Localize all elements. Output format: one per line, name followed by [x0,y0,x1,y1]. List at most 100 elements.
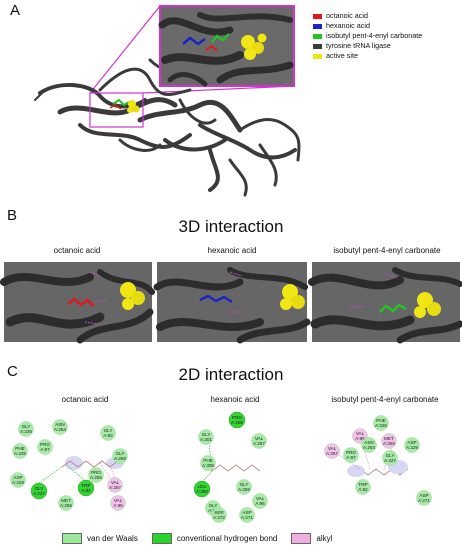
svg-text:PRO: PRO [346,450,356,455]
legend-item-active-site: active site [313,51,422,61]
section-title-2d: 2D interaction [178,365,284,384]
svg-text:A:271: A:271 [418,498,430,503]
svg-text:A:97: A:97 [346,455,356,460]
svg-text:TRP: TRP [81,483,90,488]
svg-text:GLY: GLY [209,503,218,508]
ligand-label-octanoic-3d: octanoic acid [53,246,101,255]
svg-text:A:255: A:255 [90,475,102,480]
svg-text:A:226: A:226 [20,429,32,434]
svg-text:SER: SER [214,510,224,515]
svg-text:A:259: A:259 [114,456,126,461]
svg-text:A:256: A:256 [383,441,395,446]
panel-letter-a: A [10,2,21,19]
svg-text:A:96: A:96 [113,503,123,508]
svg-text:A:225: A:225 [14,451,26,456]
legend-swatch-vdw [62,533,82,544]
protein-structure-image [34,5,301,197]
legend-swatch-alkyl [291,533,312,544]
svg-text:VAL: VAL [356,431,365,436]
svg-text:ASP: ASP [242,510,251,515]
svg-text:A:96: A:96 [355,436,365,441]
svg-text:PRO: PRO [91,470,101,475]
svg-text:A:254: A:254 [363,445,375,450]
svg-text:PHE: PHE [203,458,212,463]
legend-label-hbond: conventional hydrogen bond [176,534,278,543]
ligand-label-octanoic-2d: octanoic acid [61,395,109,404]
2d-interaction-diagrams: GLYA:226ASNA:254PROA:97PHEA:225GLYA:93GL… [10,411,432,523]
svg-text:A:258: A:258 [231,420,243,425]
svg-text:A:225: A:225 [375,423,387,428]
svg-text:MET: MET [61,498,71,503]
svg-text:A:82: A:82 [358,487,368,492]
legend-item-carbonate: isobutyl pent-4-enyl carbonate [313,31,422,41]
panel-letter-b: B [7,207,18,224]
ligand-label-carbonate-2d: isobutyl pent-4-enyl carbonate [331,395,439,404]
svg-text:ASP: ASP [419,493,428,498]
svg-text:GLY: GLY [386,453,395,458]
svg-text:A:257: A:257 [326,451,338,456]
legend-item-ligase: tyrosine tRNA ligase [313,41,422,51]
svg-text:GLY: GLY [104,428,113,433]
ligand-legend: octanoic acid hexanoic acid isobutyl pen… [313,11,422,61]
panel-letter-c: C [7,363,18,380]
svg-text:ASN: ASN [364,440,373,445]
svg-text:A:227: A:227 [33,491,45,496]
svg-text:GLY: GLY [202,432,211,437]
svg-text:GLY: GLY [22,424,31,429]
svg-text:LEU: LEU [198,484,207,489]
svg-text:ASP: ASP [407,440,416,445]
svg-text:A:227: A:227 [384,458,396,463]
svg-text:GLY: GLY [116,451,125,456]
svg-text:A:305: A:305 [202,463,214,468]
legend-item-octanoic: octanoic acid [313,11,422,21]
svg-text:A:272: A:272 [213,515,225,520]
svg-text:VAL: VAL [114,498,123,503]
section-title-3d: 3D interaction [178,217,284,236]
svg-text:A:97: A:97 [40,447,50,452]
svg-text:A:257: A:257 [253,441,265,446]
ligand-label-hexanoic-3d: hexanoic acid [207,246,257,255]
svg-text:ASP: ASP [13,475,22,480]
ligand-label-hexanoic-2d: hexanoic acid [210,395,260,404]
svg-text:VAL: VAL [328,446,337,451]
svg-text:VAL: VAL [255,436,264,441]
svg-text:A:82: A:82 [81,488,91,493]
legend-label-vdw: van der Waals [87,534,138,543]
svg-text:A:93: A:93 [103,433,113,438]
svg-text:A:96: A:96 [255,501,265,506]
svg-text:A:259: A:259 [238,487,250,492]
interaction-legend: van der Waals conventional hydrogen bond… [48,533,332,544]
legend-item-hexanoic: hexanoic acid [313,21,422,31]
svg-text:A:229: A:229 [406,445,418,450]
